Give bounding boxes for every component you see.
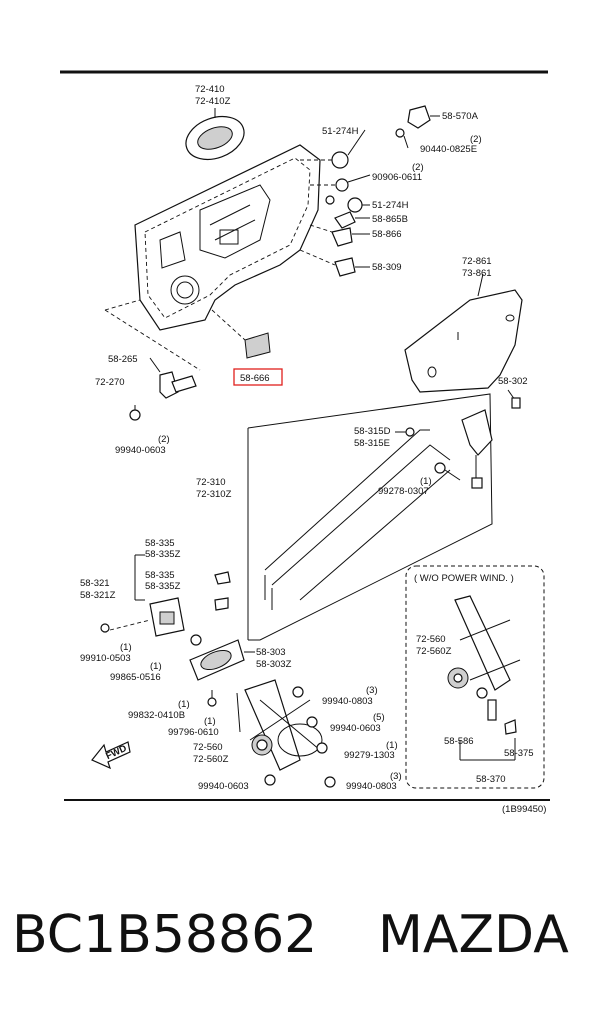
parts-diagram: 72-410 72-410Z 51-274H 58-570A (2) 90440… [60,70,550,815]
clip-58-865b [334,211,370,229]
label-58-315e: 58-315E [354,438,390,449]
clip-58-309 [334,257,370,277]
label-72-560-b: 72-560 [416,634,446,645]
manual-window-box [405,565,545,789]
door-glass [404,273,523,393]
label-72-861: 72-861 [462,256,492,267]
label-90906: 90906-0611 [372,172,422,183]
label-58-335z-b: 58-335Z [145,581,181,592]
label-51-274h-b: 51-274H [372,200,409,211]
label-qty-1f: (1) [386,740,398,751]
label-72-410: 72-410 [195,84,225,95]
label-73-861: 73-861 [462,268,492,279]
label-58-866: 58-866 [372,229,402,240]
label-99940-d: 99940-0603 [198,781,249,792]
label-99940-a: 99940-0603 [115,445,166,456]
callout-labels: 72-410 72-410Z 51-274H 58-570A (2) 90440… [80,84,546,815]
brand-name: MAZDA [378,905,569,965]
label-72-410z: 72-410Z [195,96,231,107]
label-99865: 99865-0516 [110,672,161,683]
screw-99832 [207,690,217,707]
clip-51-274h-b [325,195,370,213]
label-72-310z: 72-310Z [196,489,232,500]
label-58-303z: 58-303Z [256,659,292,670]
label-58-666: 58-666 [240,373,270,384]
label-58-335z-a: 58-335Z [145,549,181,560]
nut-90906 [335,174,371,192]
label-51-274h-a: 51-274H [322,126,359,137]
clip-58-866 [331,227,370,247]
fwd-arrow [91,741,131,770]
label-qty-3a: (3) [366,685,378,696]
inner-handle-58-321 [100,554,231,646]
label-58-335-a: 58-335 [145,538,175,549]
label-58-321: 58-321 [80,578,110,589]
label-99940-c: 99940-0603 [330,723,381,734]
label-qty-2a: (2) [470,134,482,145]
label-99278: 99278-0307 [378,486,429,497]
label-58-321z: 58-321Z [80,590,116,601]
label-58-302: 58-302 [498,376,528,387]
label-72-560z-a: 72-560Z [193,754,229,765]
label-fwd: FWD [104,743,128,762]
label-72-560z-b: 72-560Z [416,646,452,657]
label-qty-1d: (1) [178,699,190,710]
label-99940-e: 99940-0803 [346,781,397,792]
label-qty-2c: (2) [158,434,170,445]
handle-bezel-58-303 [189,639,255,681]
label-72-310: 72-310 [196,477,226,488]
label-wo-power: ( W/O POWER WIND. ) [414,573,514,584]
part-number: BC1B58862 [12,905,318,965]
label-58-265: 58-265 [108,354,138,365]
label-qty-5: (5) [373,712,385,723]
label-99796: 99796-0610 [168,727,219,738]
label-qty-1a: (1) [420,476,432,487]
label-58-570a: 58-570A [442,111,479,122]
label-90440: 90440-0825E [420,144,477,155]
label-qty-3b: (3) [390,771,402,782]
clip-58-570a [395,105,440,149]
label-58-309: 58-309 [372,262,402,273]
door-panel [134,144,321,331]
label-99832: 99832-0410B [128,710,185,721]
label-ref-code: (1B99450) [502,804,546,815]
label-99940-b: 99940-0803 [322,696,373,707]
label-58-865b: 58-865B [372,214,408,225]
label-72-560-a: 72-560 [193,742,223,753]
label-qty-1e: (1) [204,716,216,727]
door-check-72-270 [129,357,197,421]
highlight-box-58-666 [233,368,283,386]
label-qty-2b: (2) [412,162,424,173]
trim-ornament-72-410 [185,108,245,161]
part-58-666 [211,309,271,359]
label-58-335-b: 58-335 [145,570,175,581]
label-99910: 99910-0503 [80,653,131,664]
label-58-303: 58-303 [256,647,286,658]
label-99279: 99279-1303 [344,750,395,761]
regulator-frame-box [247,389,521,641]
footer: BC1B58862 MAZDA [0,895,600,975]
label-72-270: 72-270 [95,377,125,388]
label-qty-1c: (1) [150,661,162,672]
label-58-375: 58-375 [504,748,534,759]
label-58-370: 58-370 [476,774,506,785]
label-qty-1b: (1) [120,642,132,653]
label-58-586: 58-586 [444,736,474,747]
window-regulator-72-560 [236,679,336,788]
label-58-315d: 58-315D [354,426,391,437]
